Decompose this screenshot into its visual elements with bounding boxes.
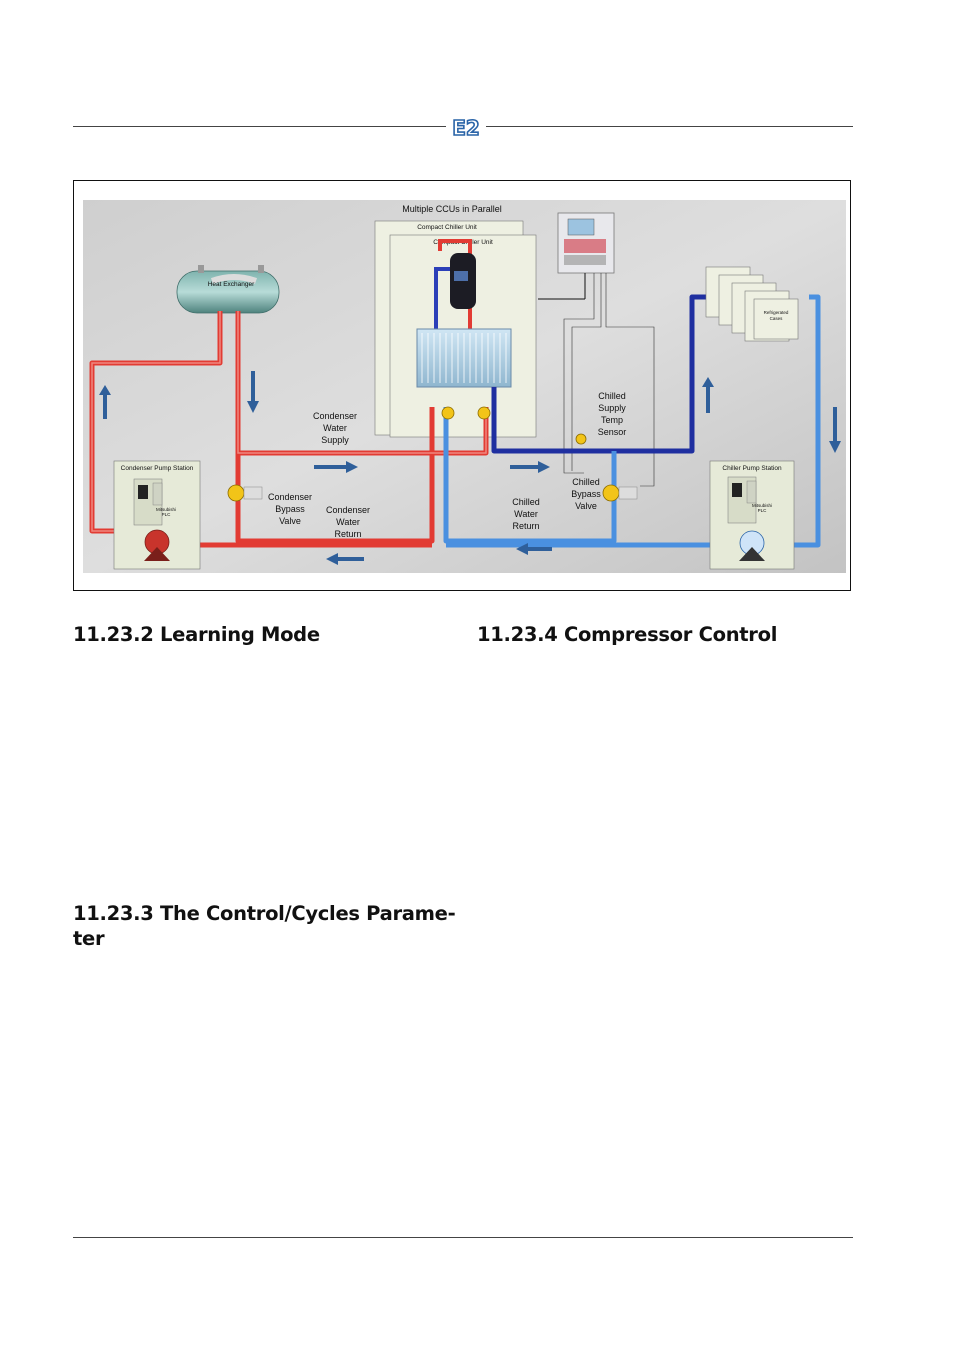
svg-text:Water: Water — [336, 517, 360, 527]
svg-text:Water: Water — [323, 423, 347, 433]
svg-text:Cases: Cases — [770, 316, 784, 321]
chiller-system-diagram: Multiple CCUs in Parallel Compact Chille… — [74, 181, 852, 592]
heading-control-cycles-continued: ter — [73, 926, 104, 951]
svg-text:Supply: Supply — [321, 435, 349, 445]
heat-exchanger-label: Heat Exchanger — [208, 281, 255, 288]
chiller-pump-station-label: Chiller Pump Station — [722, 465, 782, 472]
svg-text:Return: Return — [334, 529, 361, 539]
svg-text:Chilled: Chilled — [598, 391, 626, 401]
chilled-bypass-valve — [603, 485, 619, 501]
figure-title: Multiple CCUs in Parallel — [402, 204, 502, 214]
svg-text:Condenser: Condenser — [268, 492, 312, 502]
heading-compressor-control: 11.23.4 Compressor Control — [477, 622, 777, 647]
svg-text:Sensor: Sensor — [598, 427, 627, 437]
controller-screen — [568, 219, 594, 235]
chilled-bypass-valve-label: Chilled Bypass Valve — [571, 477, 601, 511]
condenser-pump-station-label: Condenser Pump Station — [121, 465, 194, 472]
ccu-valve-2 — [478, 407, 490, 419]
chilled-water-return-label: Chilled Water Return — [512, 497, 540, 531]
footer-rule — [73, 1237, 853, 1238]
svg-text:PLC: PLC — [162, 512, 172, 517]
e2-logo: E2 — [446, 115, 486, 141]
chiller-system-figure: Multiple CCUs in Parallel Compact Chille… — [73, 180, 851, 591]
svg-text:Supply: Supply — [598, 403, 626, 413]
svg-text:E2: E2 — [452, 116, 480, 140]
controller-buttons — [564, 255, 606, 265]
svg-text:Refrigerated: Refrigerated — [764, 310, 789, 315]
svg-text:Chilled: Chilled — [572, 477, 600, 487]
ccu-valve-1 — [442, 407, 454, 419]
controller-keypad — [564, 239, 606, 253]
svg-text:Bypass: Bypass — [275, 504, 305, 514]
svg-text:Temp: Temp — [601, 415, 623, 425]
svg-text:Valve: Valve — [575, 501, 597, 511]
svg-text:Chilled: Chilled — [512, 497, 540, 507]
svg-text:Water: Water — [514, 509, 538, 519]
svg-text:PLC: PLC — [758, 508, 768, 513]
heading-learning-mode: 11.23.2 Learning Mode — [73, 622, 320, 647]
svg-text:Return: Return — [512, 521, 539, 531]
temp-sensor — [576, 434, 586, 444]
condenser-bypass-valve — [228, 485, 244, 501]
svg-text:Condenser: Condenser — [313, 411, 357, 421]
svg-text:Condenser: Condenser — [326, 505, 370, 515]
svg-text:Valve: Valve — [279, 516, 301, 526]
ccu-back-label: Compact Chiller Unit — [417, 224, 477, 231]
svg-text:Bypass: Bypass — [571, 489, 601, 499]
heading-control-cycles: 11.23.3 The Control/Cycles Parame- — [73, 901, 455, 926]
